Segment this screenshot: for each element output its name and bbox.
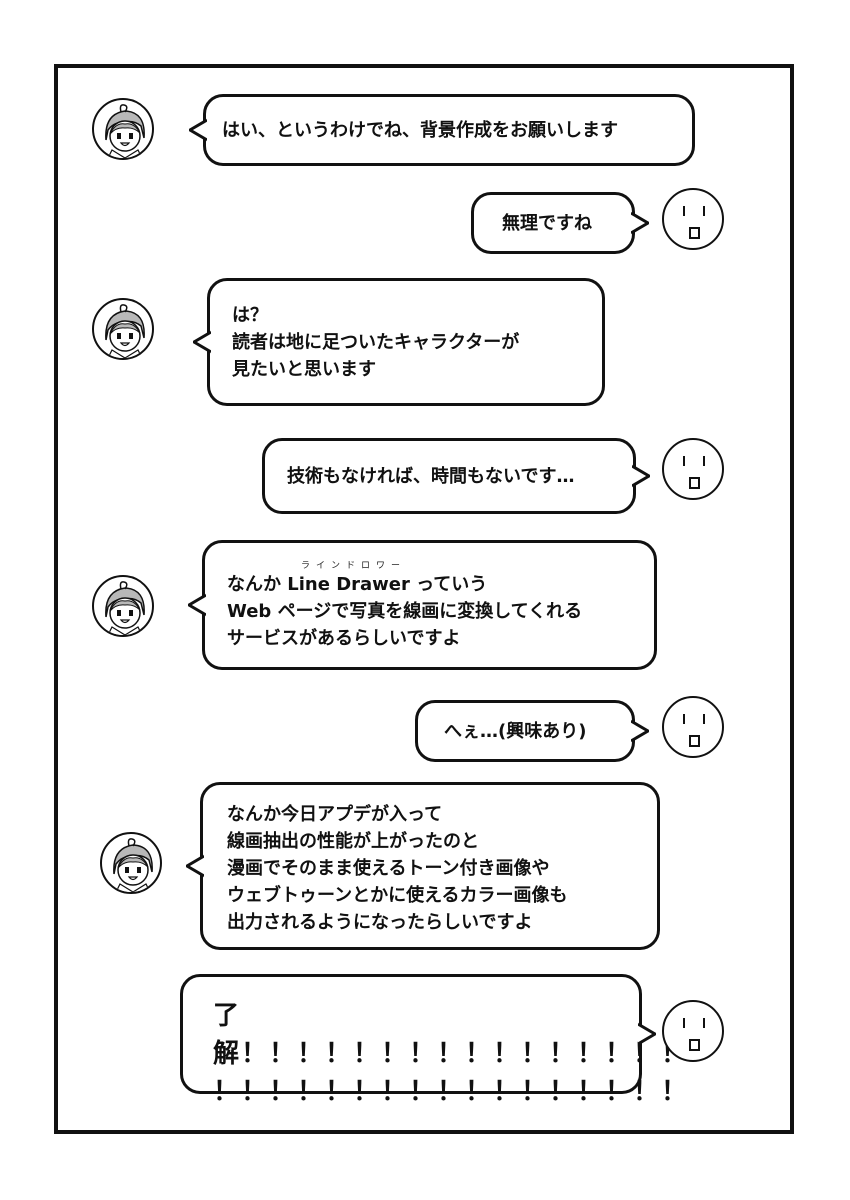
dialogue-text: 了解！！！！！！！！！！！！！！！！ ！！！！！！！！！！！！！！！！！ <box>213 1001 690 1107</box>
bubble-tail-icon <box>188 593 206 617</box>
speech-bubble: へぇ…(興味あり) <box>415 700 649 762</box>
girl-face-icon <box>113 838 153 892</box>
dialogue-text: へぇ…(興味あり) <box>444 721 587 742</box>
dialogue-text: なんか Line Drawer っていう Web ページで写真を線画に変換してく… <box>227 574 583 649</box>
girl-avatar <box>92 98 154 160</box>
speech-bubble: 無理ですね <box>471 192 649 254</box>
girl-face-icon <box>105 581 145 635</box>
girl-avatar <box>92 575 154 637</box>
blob-avatar <box>662 438 724 500</box>
bubble-tail-icon <box>193 330 211 354</box>
bubble-tail-icon <box>189 118 207 142</box>
blob-face-icon <box>683 455 705 489</box>
dialogue-text: なんか今日アプデが入って 線画抽出の性能が上がったのと 漫画でそのまま使えるトー… <box>227 804 568 933</box>
girl-face-icon <box>105 104 145 158</box>
blob-avatar <box>662 696 724 758</box>
speech-bubble: は？ 読者は地に足ついたキャラクターが 見たいと思います <box>193 278 605 406</box>
bubble-tail-icon <box>632 464 650 488</box>
blob-face-icon <box>683 713 705 747</box>
furigana: ラインドロワー <box>301 561 407 571</box>
bubble-tail-icon <box>631 719 649 743</box>
girl-avatar <box>100 832 162 894</box>
blob-face-icon <box>683 205 705 239</box>
blob-avatar <box>662 188 724 250</box>
bubble-tail-icon <box>638 1022 656 1046</box>
speech-bubble: なんか今日アプデが入って 線画抽出の性能が上がったのと 漫画でそのまま使えるトー… <box>186 782 660 950</box>
blob-face-icon <box>683 1017 705 1051</box>
bubble-tail-icon <box>631 211 649 235</box>
dialogue-text: 技術もなければ、時間もないです… <box>287 466 575 487</box>
speech-bubble: 技術もなければ、時間もないです… <box>262 438 650 514</box>
blob-avatar <box>662 1000 724 1062</box>
dialogue-text: はい、というわけでね、背景作成をお願いします <box>222 120 618 141</box>
speech-bubble: 了解！！！！！！！！！！！！！！！！ ！！！！！！！！！！！！！！！！！ <box>180 974 687 1107</box>
dialogue-text: 無理ですね <box>502 213 592 234</box>
bubble-tail-icon <box>186 854 204 878</box>
girl-face-icon <box>105 304 145 358</box>
dialogue-text: は？ 読者は地に足ついたキャラクターが 見たいと思います <box>232 305 520 380</box>
girl-avatar <box>92 298 154 360</box>
speech-bubble: はい、というわけでね、背景作成をお願いします <box>189 94 695 166</box>
speech-bubble: ラインドロワー なんか Line Drawer っていう Web ページで写真を… <box>188 540 657 670</box>
